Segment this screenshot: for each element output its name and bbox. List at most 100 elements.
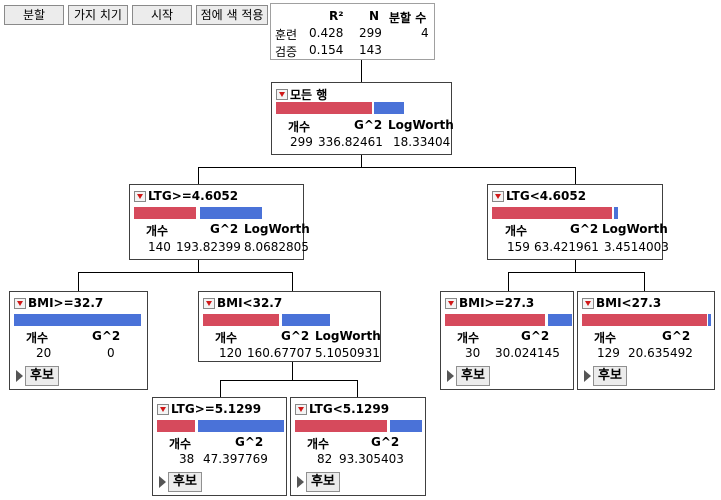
count-value: 30 — [465, 346, 481, 360]
g2-value: 0 — [107, 346, 115, 360]
validation-r2: 0.154 — [309, 43, 344, 57]
tree-node-ltg-ge-5.1299[interactable]: LTG>=5.1299 개수 G^2 38 47.397769 후보 — [152, 397, 287, 496]
node-menu-icon[interactable] — [445, 297, 457, 309]
node-title[interactable]: BMI<32.7 — [203, 295, 282, 311]
connector — [78, 272, 293, 273]
g2-value: 63.421961 — [534, 240, 599, 254]
prune-button[interactable]: 가지 치기 — [68, 5, 128, 25]
connector — [292, 272, 293, 291]
node-menu-icon[interactable] — [157, 403, 169, 415]
train-r2: 0.428 — [309, 26, 344, 40]
disclosure-icon[interactable] — [584, 370, 591, 382]
go-button[interactable]: 시작 — [132, 5, 192, 25]
count-label: 개수 — [169, 437, 192, 451]
node-title[interactable]: LTG<5.1299 — [295, 401, 389, 417]
connector — [220, 380, 221, 397]
candidates-button[interactable]: 후보 — [168, 472, 202, 492]
node-menu-icon[interactable] — [134, 190, 146, 202]
tree-node-bmi-ge-32.7[interactable]: BMI>=32.7 개수 G^2 20 0 후보 — [9, 291, 148, 390]
node-menu-icon[interactable] — [14, 297, 26, 309]
count-value: 120 — [219, 346, 242, 360]
response-bar-blue — [614, 207, 618, 219]
candidates-toggle[interactable]: 후보 — [584, 366, 627, 386]
count-value: 140 — [148, 240, 171, 254]
response-bar-red — [134, 207, 196, 219]
disclosure-icon[interactable] — [159, 476, 166, 488]
response-bar-blue — [200, 207, 262, 219]
g2-value: 93.305403 — [339, 452, 404, 466]
candidates-toggle[interactable]: 후보 — [159, 472, 202, 492]
connector — [357, 380, 358, 397]
node-title[interactable]: BMI>=27.3 — [445, 295, 534, 311]
node-title[interactable]: BMI>=32.7 — [14, 295, 103, 311]
connector — [361, 60, 362, 82]
node-menu-icon[interactable] — [295, 403, 307, 415]
connector — [198, 167, 199, 184]
connector — [508, 272, 645, 273]
response-bar-blue — [198, 420, 284, 432]
connector — [198, 167, 575, 168]
response-bar-blue — [708, 314, 711, 326]
disclosure-icon[interactable] — [447, 370, 454, 382]
response-bar-blue — [390, 420, 422, 432]
candidates-button[interactable]: 후보 — [456, 366, 490, 386]
count-label: 개수 — [215, 331, 238, 345]
header-r2: R² — [329, 9, 344, 23]
color-points-button[interactable]: 점에 색 적용 — [196, 5, 268, 25]
g2-value: 20.635492 — [628, 346, 693, 360]
node-title[interactable]: LTG>=4.6052 — [134, 188, 238, 204]
candidates-button[interactable]: 후보 — [25, 366, 59, 386]
tree-node-ltg-ge-4.6052[interactable]: LTG>=4.6052 개수 G^2 LogWorth 140 193.8239… — [129, 184, 310, 260]
count-label: 개수 — [457, 331, 480, 345]
node-title[interactable]: 모든 행 — [276, 86, 327, 102]
tree-node-all-rows[interactable]: 모든 행 개수 G^2 LogWorth 299 336.82461 18.33… — [271, 82, 454, 155]
node-menu-icon[interactable] — [276, 88, 288, 100]
split-button[interactable]: 분할 — [4, 5, 64, 25]
candidates-toggle[interactable]: 후보 — [16, 366, 59, 386]
count-label: 개수 — [505, 224, 528, 238]
g2-label: G^2 — [235, 435, 264, 449]
tree-node-ltg-lt-4.6052[interactable]: LTG<4.6052 개수 G^2 LogWorth 159 63.421961… — [487, 184, 669, 260]
tree-node-bmi-lt-27.3[interactable]: BMI<27.3 개수 G^2 129 20.635492 후보 — [577, 291, 715, 390]
candidates-button[interactable]: 후보 — [306, 472, 340, 492]
node-menu-icon[interactable] — [203, 297, 215, 309]
row-label-validation: 검증 — [275, 45, 298, 59]
count-value: 82 — [317, 452, 333, 466]
logworth-value: 3.4514003 — [604, 240, 669, 254]
node-menu-icon[interactable] — [582, 297, 594, 309]
tree-node-ltg-lt-5.1299[interactable]: LTG<5.1299 개수 G^2 82 93.305403 후보 — [290, 397, 426, 496]
connector — [198, 260, 199, 272]
g2-value: 193.82399 — [176, 240, 241, 254]
logworth-value: 8.0682805 — [244, 240, 309, 254]
validation-n: 143 — [359, 43, 382, 57]
node-title[interactable]: BMI<27.3 — [582, 295, 661, 311]
candidates-toggle[interactable]: 후보 — [297, 472, 340, 492]
logworth-label: LogWorth — [388, 118, 454, 132]
tree-node-bmi-ge-27.3[interactable]: BMI>=27.3 개수 G^2 30 30.024145 후보 — [440, 291, 574, 390]
count-value: 299 — [290, 135, 313, 149]
connector — [292, 362, 293, 380]
node-title[interactable]: LTG<4.6052 — [492, 188, 586, 204]
tree-node-bmi-lt-32.7[interactable]: BMI<32.7 개수 G^2 LogWorth 120 160.67707 5… — [198, 291, 381, 362]
response-bar-red — [445, 314, 545, 326]
header-n: N — [369, 9, 380, 23]
g2-label: G^2 — [281, 329, 310, 343]
g2-label: G^2 — [210, 222, 239, 236]
count-label: 개수 — [307, 437, 330, 451]
node-title[interactable]: LTG>=5.1299 — [157, 401, 261, 417]
count-value: 38 — [179, 452, 195, 466]
disclosure-icon[interactable] — [16, 370, 23, 382]
node-menu-icon[interactable] — [492, 190, 504, 202]
logworth-label: LogWorth — [244, 222, 310, 236]
response-bar-blue — [374, 102, 404, 114]
count-label: 개수 — [146, 224, 169, 238]
candidates-button[interactable]: 후보 — [593, 366, 627, 386]
g2-value: 30.024145 — [495, 346, 560, 360]
count-value: 129 — [597, 346, 620, 360]
logworth-label: LogWorth — [602, 222, 668, 236]
response-bar-blue — [548, 314, 572, 326]
disclosure-icon[interactable] — [297, 476, 304, 488]
connector — [508, 272, 509, 291]
train-n: 299 — [359, 26, 382, 40]
candidates-toggle[interactable]: 후보 — [447, 366, 490, 386]
